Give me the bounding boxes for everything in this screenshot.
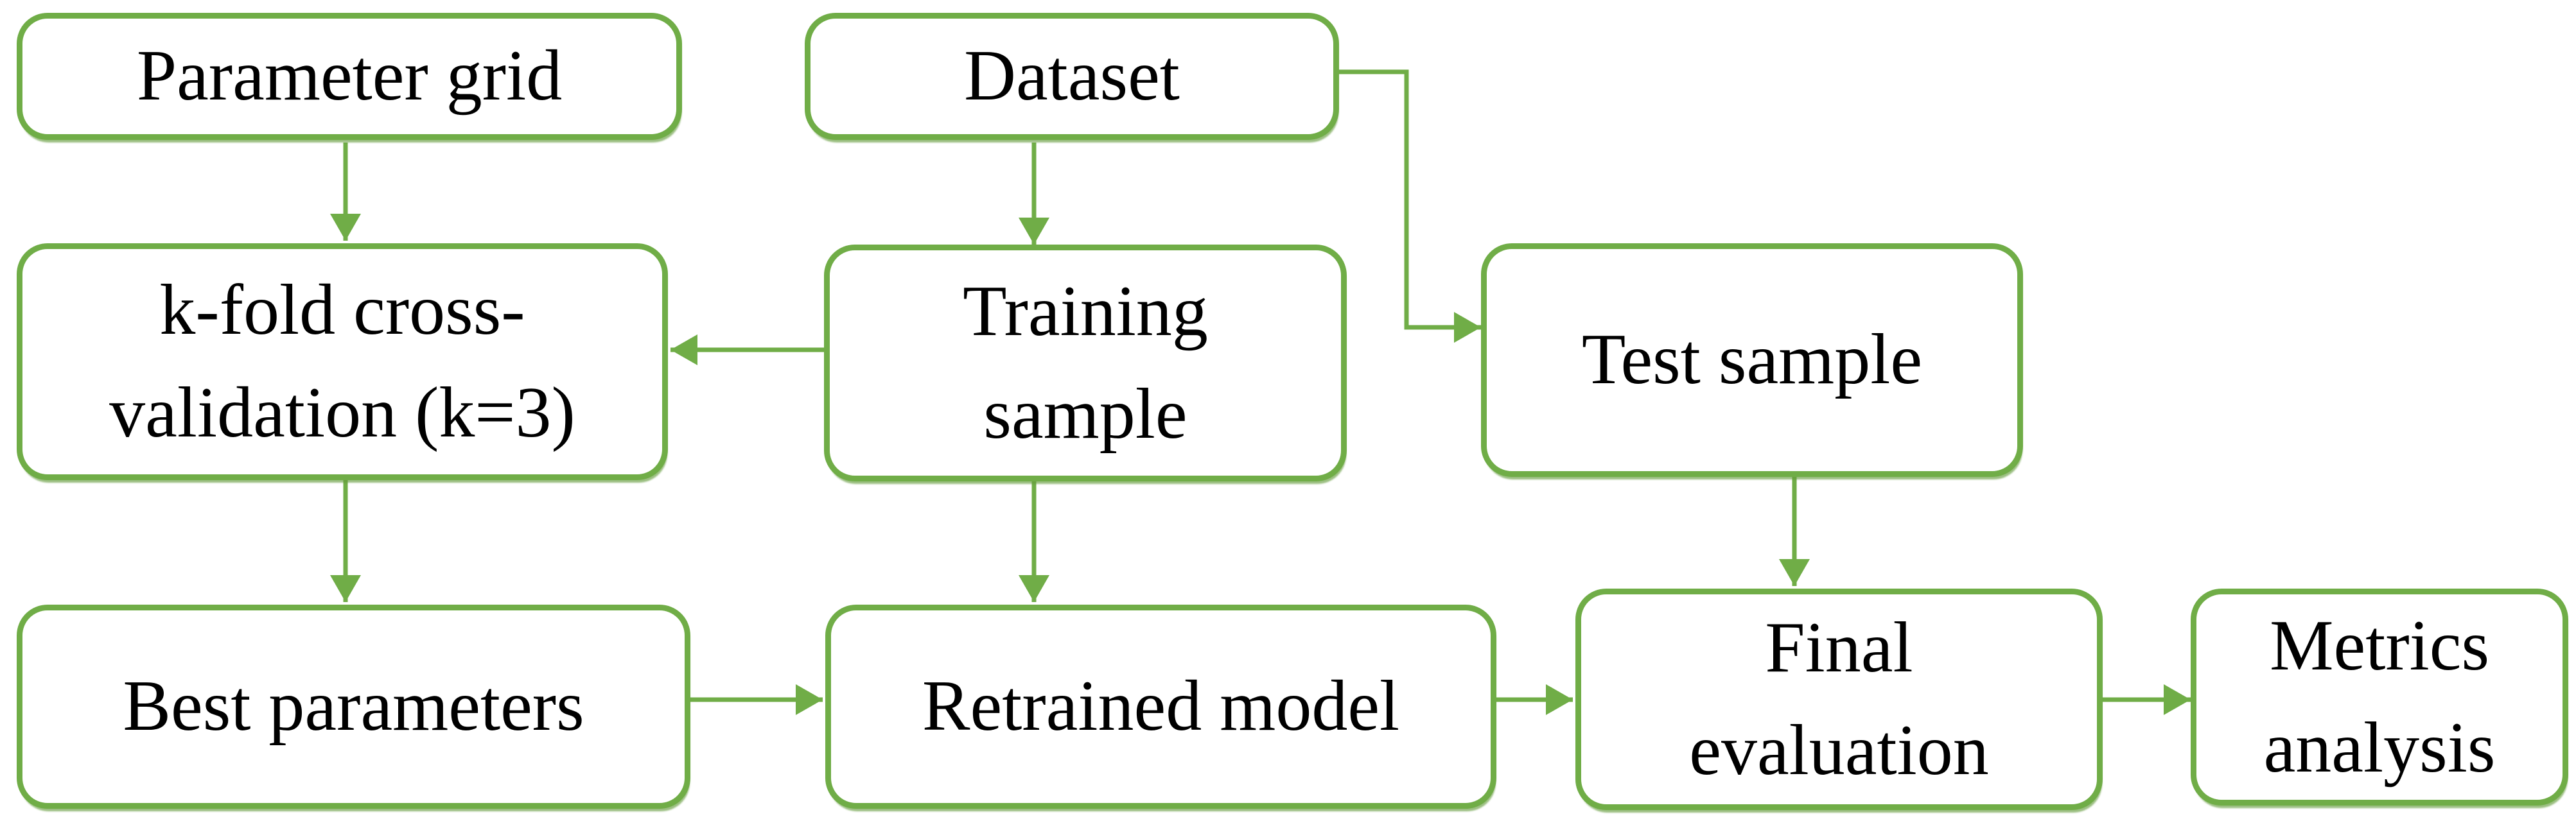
node-label: Retrained model xyxy=(922,666,1400,746)
node-label: validation (k=3) xyxy=(109,372,575,453)
node-metrics-analysis: Metrics analysis xyxy=(2191,589,2568,806)
node-retrained-model: Retrained model xyxy=(825,605,1496,809)
node-label: Best parameters xyxy=(123,666,584,746)
node-label: Metrics xyxy=(2269,605,2490,686)
node-final-evaluation: Final evaluation xyxy=(1575,589,2103,810)
node-label: Parameter grid xyxy=(136,36,563,116)
node-label: evaluation xyxy=(1689,710,1989,790)
node-label: Dataset xyxy=(964,36,1180,116)
node-test-sample: Test sample xyxy=(1481,243,2023,477)
node-label: Final xyxy=(1765,608,1913,688)
node-parameter-grid: Parameter grid xyxy=(17,13,682,140)
edge-dataset-to-test-sample xyxy=(1339,69,1481,343)
node-best-parameters: Best parameters xyxy=(17,605,690,809)
node-training-sample: Training sample xyxy=(824,245,1347,481)
node-label: analysis xyxy=(2263,708,2496,788)
node-kfold-cross-validation: k-fold cross- validation (k=3) xyxy=(17,243,668,480)
node-label: k-fold cross- xyxy=(159,270,525,350)
node-label: sample xyxy=(983,374,1187,454)
node-dataset: Dataset xyxy=(805,13,1339,140)
node-label: Test sample xyxy=(1581,320,1923,400)
node-label: Training xyxy=(963,272,1208,352)
